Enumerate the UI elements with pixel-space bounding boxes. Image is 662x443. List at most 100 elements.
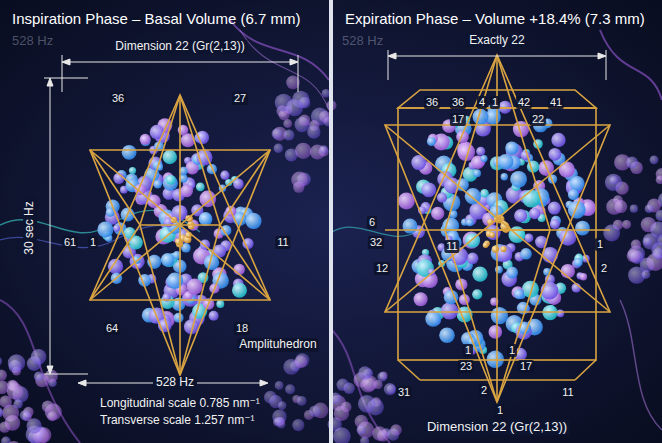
sphere <box>196 182 205 191</box>
sphere <box>163 150 177 164</box>
sphere <box>264 391 277 404</box>
panel-heading: Expiration Phase – Volume +18.4% (7.3 mm… <box>345 10 645 27</box>
sphere <box>627 249 640 262</box>
sphere <box>309 405 321 417</box>
sphere <box>439 328 455 344</box>
sphere <box>20 410 31 421</box>
sphere <box>6 441 21 443</box>
sphere <box>216 300 224 308</box>
sphere <box>291 172 307 188</box>
sphere <box>431 207 444 220</box>
callout-number: 1 <box>463 344 473 357</box>
fibre <box>0 300 80 443</box>
sphere <box>614 200 627 213</box>
sphere <box>140 134 151 145</box>
sphere <box>522 190 540 208</box>
sphere <box>498 154 514 170</box>
image-panel: Expiration Phase – Volume +18.4% (7.3 mm… <box>333 0 662 443</box>
callout-number: 1 <box>595 238 605 251</box>
sphere <box>529 208 541 220</box>
sphere <box>492 246 499 253</box>
callout-number: 42 <box>516 96 532 109</box>
sphere <box>398 193 415 210</box>
sphere <box>427 137 436 146</box>
sphere <box>122 145 137 160</box>
sphere <box>8 354 25 371</box>
panel-heading: Inspiration Phase – Basal Volume (6.7 mm… <box>12 10 300 27</box>
sphere <box>390 424 402 436</box>
dimension-label: 528 Hz <box>153 376 197 390</box>
sphere <box>295 143 311 159</box>
callout-number: 36 <box>424 96 440 109</box>
callout-number: 32 <box>368 236 384 249</box>
sphere <box>0 408 3 416</box>
sphere <box>188 223 194 229</box>
sphere <box>570 176 585 191</box>
sphere <box>232 283 247 298</box>
sphere <box>580 273 587 280</box>
sphere <box>275 381 284 390</box>
sphere <box>643 237 651 245</box>
callout-number: 17 <box>518 360 534 373</box>
sphere <box>174 313 184 323</box>
sphere <box>292 419 304 431</box>
sphere <box>403 219 418 234</box>
sphere <box>295 353 309 367</box>
callout-number: 1 <box>507 344 517 357</box>
sphere <box>481 155 488 162</box>
sphere <box>358 366 371 379</box>
sphere <box>520 248 532 260</box>
sphere <box>559 161 575 177</box>
sphere <box>437 193 447 203</box>
sphere <box>272 129 282 139</box>
sphere <box>472 267 487 282</box>
sphere <box>653 248 662 259</box>
dimension-label: Dimension 22 (Gr(2,13)) <box>424 420 570 435</box>
sphere <box>630 205 638 213</box>
sphere <box>283 130 294 141</box>
sphere <box>285 384 295 394</box>
sphere <box>472 289 482 299</box>
frequency-label: 528 Hz <box>342 34 383 49</box>
dimension-label: 30 sec Hz <box>23 198 37 257</box>
dimension-lines <box>44 50 606 386</box>
sphere <box>163 176 178 191</box>
sphere <box>510 171 527 188</box>
sphere <box>180 185 193 198</box>
sphere <box>425 311 441 327</box>
sphere <box>199 213 212 226</box>
sphere <box>199 212 213 226</box>
callout-number: 11 <box>444 240 459 253</box>
sphere <box>245 213 261 229</box>
sphere <box>7 383 24 400</box>
callout-number: 4 <box>477 96 487 109</box>
sphere <box>483 242 489 248</box>
sphere <box>320 145 328 153</box>
sphere <box>574 258 583 267</box>
name-label: Amplituhedron <box>237 338 318 352</box>
sphere <box>0 370 7 381</box>
sphere <box>466 219 474 227</box>
sphere <box>500 246 506 252</box>
sphere <box>476 147 485 156</box>
sphere <box>501 173 508 180</box>
sphere <box>278 401 287 410</box>
sphere <box>187 279 203 295</box>
callout-number: 36 <box>450 96 466 109</box>
sphere <box>295 356 308 369</box>
callout-number: 2 <box>479 384 489 397</box>
callout-number: 27 <box>232 92 248 105</box>
callout-number: 1 <box>495 404 505 417</box>
sphere <box>642 270 651 279</box>
sphere <box>384 383 396 395</box>
sphere <box>34 372 44 382</box>
sphere <box>441 302 458 319</box>
sphere <box>568 189 579 200</box>
frequency-label: 528 Hz <box>12 34 53 49</box>
sphere <box>319 111 331 123</box>
callout-number: 12 <box>374 262 390 275</box>
callout-number: 23 <box>458 360 474 373</box>
sphere <box>129 167 136 174</box>
sphere <box>0 422 10 433</box>
